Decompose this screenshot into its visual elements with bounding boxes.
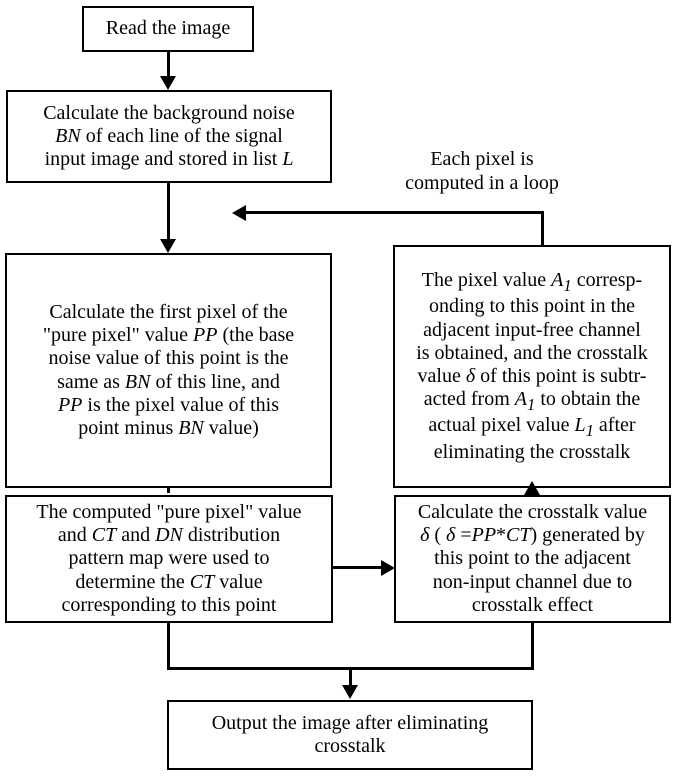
node-read-image: Read the image bbox=[82, 6, 254, 52]
edge-loop-vertical bbox=[541, 211, 544, 247]
edge-ctvalue-to-crosstalk-arrow bbox=[381, 560, 395, 576]
edge-crosstalk-merge-vertical bbox=[531, 623, 534, 670]
node-pixel-value-a1-label: The pixel value A1 corresp-onding to thi… bbox=[416, 269, 648, 463]
node-pure-pixel: Calculate the first pixel of the"pure pi… bbox=[5, 253, 332, 488]
edge-merge-to-output-line bbox=[349, 667, 352, 687]
node-pure-pixel-label: Calculate the first pixel of the"pure pi… bbox=[42, 300, 295, 439]
edge-bgnoise-to-purepixel-arrow bbox=[160, 239, 176, 253]
edge-ctvalue-to-crosstalk-line bbox=[333, 566, 383, 569]
edge-loop-arrowhead bbox=[232, 205, 246, 221]
edge-read-to-bgnoise-arrow bbox=[160, 76, 176, 90]
edge-ctvalue-merge-vertical bbox=[167, 623, 170, 670]
edge-read-to-bgnoise-line bbox=[167, 52, 170, 78]
node-pixel-value-a1: The pixel value A1 corresp-onding to thi… bbox=[393, 245, 671, 488]
edge-purepixel-to-ctvalue-line bbox=[167, 488, 170, 493]
node-read-image-label: Read the image bbox=[105, 17, 231, 40]
edge-crosstalk-to-pixela1-arrowhead bbox=[524, 481, 540, 495]
edge-bgnoise-to-purepixel-line bbox=[167, 183, 170, 241]
edge-loop-horizontal bbox=[245, 211, 544, 214]
edge-merge-to-output-arrow bbox=[342, 685, 358, 699]
